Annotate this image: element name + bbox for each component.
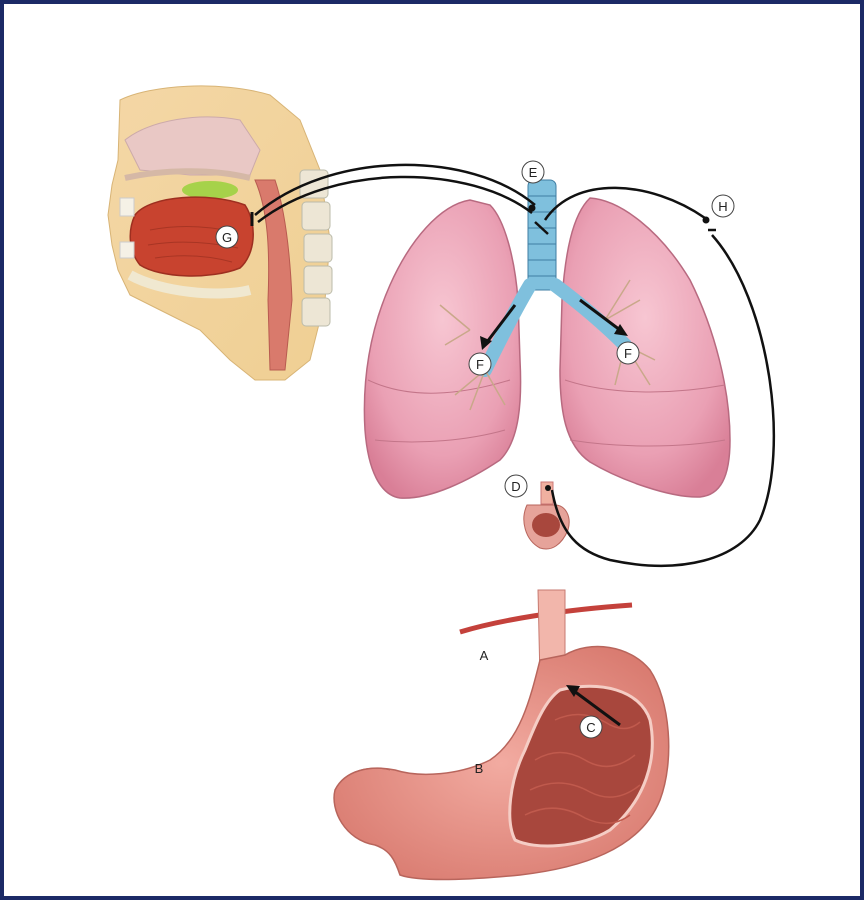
label-g: G: [216, 226, 238, 248]
svg-text:F: F: [624, 346, 632, 361]
svg-text:H: H: [718, 199, 727, 214]
svg-text:C: C: [586, 720, 595, 735]
soft-palate-highlight: [182, 181, 238, 199]
label-b: B: [475, 761, 484, 776]
label-d: D: [505, 475, 527, 497]
label-f-right: F: [617, 342, 639, 364]
synapse-h: [703, 217, 710, 224]
label-c: C: [580, 716, 602, 738]
stomach: [334, 590, 669, 880]
lungs: [364, 180, 730, 498]
label-f-left: F: [469, 353, 491, 375]
label-e: E: [522, 161, 544, 183]
svg-text:G: G: [222, 230, 232, 245]
larynx-diagram: [524, 482, 569, 549]
svg-text:D: D: [511, 479, 520, 494]
label-h: H: [712, 195, 734, 217]
right-lung: [560, 198, 730, 497]
vertebrae: [300, 170, 332, 326]
label-a: A: [480, 648, 489, 663]
svg-text:F: F: [476, 357, 484, 372]
svg-text:E: E: [529, 165, 538, 180]
synapse-e: [529, 205, 536, 212]
